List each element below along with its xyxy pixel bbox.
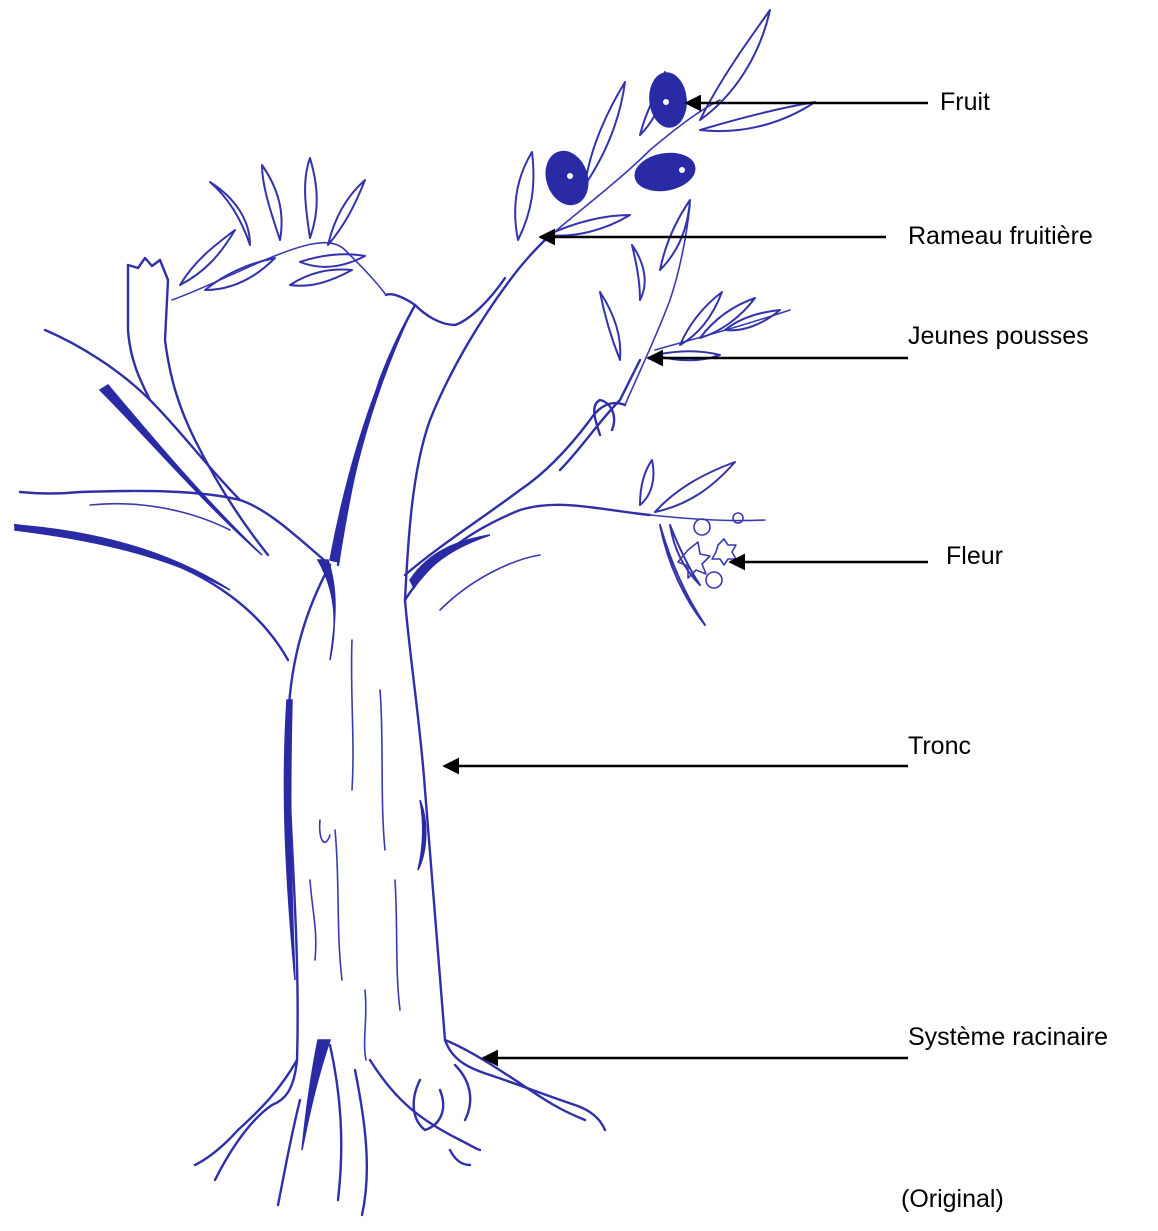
- root-system-drawing: [195, 1040, 605, 1215]
- left-leaf-sprig-drawing: [172, 158, 386, 300]
- trunk-drawing: [272, 560, 490, 1105]
- label-fleur: Fleur: [946, 542, 1003, 571]
- label-tronc: Tronc: [908, 732, 971, 761]
- source-note: (Original): [901, 1185, 1004, 1214]
- fruit-branch-drawing: [515, 10, 815, 240]
- label-systeme-racinaire: Système racinaire: [908, 1023, 1108, 1052]
- right-branch-drawing: [405, 360, 650, 610]
- tree-illustration: [15, 10, 815, 1215]
- central-branch-drawing: [330, 240, 545, 600]
- leader-arrows: [444, 103, 928, 1058]
- label-rameau-fruitiere: Rameau fruitière: [908, 222, 1093, 251]
- left-branches-drawing: [15, 258, 330, 660]
- label-jeunes-pousses: Jeunes pousses: [908, 322, 1089, 351]
- label-fruit: Fruit: [940, 88, 990, 117]
- young-shoots-drawing: [600, 200, 790, 405]
- flower-sprig-drawing: [640, 460, 765, 625]
